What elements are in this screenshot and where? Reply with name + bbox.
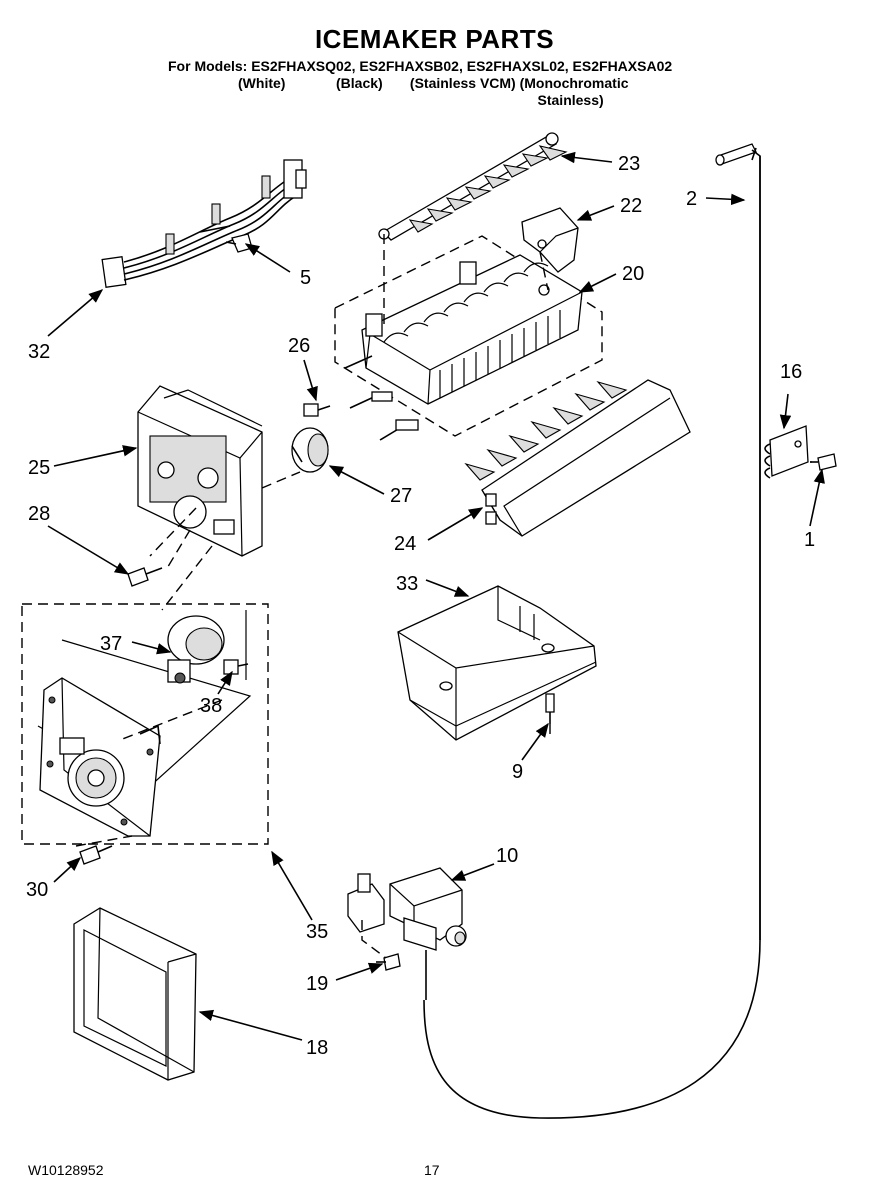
callout-23: 23 [618, 153, 640, 175]
fill-cup-part [291, 427, 329, 473]
callout-5: 5 [300, 267, 311, 289]
stripper-part [464, 379, 691, 537]
heater-terminals [344, 355, 419, 441]
page-title: ICEMAKER PARTS [314, 24, 555, 54]
callout-30: 30 [26, 879, 48, 901]
mold-assembly-outline [334, 235, 603, 437]
model-list-line-3: Stainless) [168, 92, 604, 108]
callout-20: 20 [622, 263, 644, 285]
wire-harness-part [101, 159, 307, 288]
callout-1: 1 [804, 529, 815, 551]
callout-10: 10 [496, 845, 518, 867]
callout-2: 2 [686, 188, 697, 210]
page-number: 17 [424, 1162, 440, 1178]
callout-35: 35 [306, 921, 328, 943]
callout-16: 16 [780, 361, 802, 383]
water-valve-part [347, 867, 467, 1000]
screw-part-28 [127, 567, 163, 587]
control-module-outline [21, 603, 269, 845]
callout-28: 28 [28, 503, 50, 525]
alignment-lines [75, 234, 812, 959]
screw-part-9 [545, 693, 555, 724]
tube-clamp-part [764, 425, 809, 479]
document-number: W10128952 [28, 1162, 104, 1178]
motor-part [167, 615, 225, 684]
switch-part [223, 610, 249, 680]
callout-19: 19 [306, 973, 328, 995]
model-list: For Models: ES2FHAXSQ02, ES2FHAXSB02, ES… [168, 58, 672, 109]
callout-24: 24 [394, 533, 416, 555]
screw-part-30 [79, 845, 113, 865]
callout-32: 32 [28, 341, 50, 363]
clip-part [225, 233, 253, 253]
screw-part-1 [810, 453, 837, 471]
callout-18: 18 [306, 1037, 328, 1059]
insulation-part [73, 907, 197, 1081]
screw-part-19 [376, 953, 401, 971]
callout-25: 25 [28, 457, 50, 479]
ejector-part [378, 132, 568, 241]
callout-33: 33 [396, 573, 418, 595]
callout-38: 38 [200, 695, 222, 717]
control-plate-part [39, 677, 161, 837]
callout-22: 22 [620, 195, 642, 217]
callout-9: 9 [512, 761, 523, 783]
callout-27: 27 [390, 485, 412, 507]
model-list-line-2: (White) (Black) (Stainless VCM) (Monochr… [168, 75, 629, 91]
ice-bin-part [397, 585, 597, 741]
ice-mold-part [361, 254, 583, 405]
fill-tube-part [423, 143, 761, 1119]
control-housing-part [137, 385, 263, 557]
callout-37: 37 [100, 633, 122, 655]
callout-26: 26 [288, 335, 310, 357]
thermostat-part [303, 403, 331, 417]
model-list-line-1: For Models: ES2FHAXSQ02, ES2FHAXSB02, ES… [168, 58, 673, 74]
bearing-part [521, 207, 579, 273]
leader-lines [47, 151, 825, 1041]
